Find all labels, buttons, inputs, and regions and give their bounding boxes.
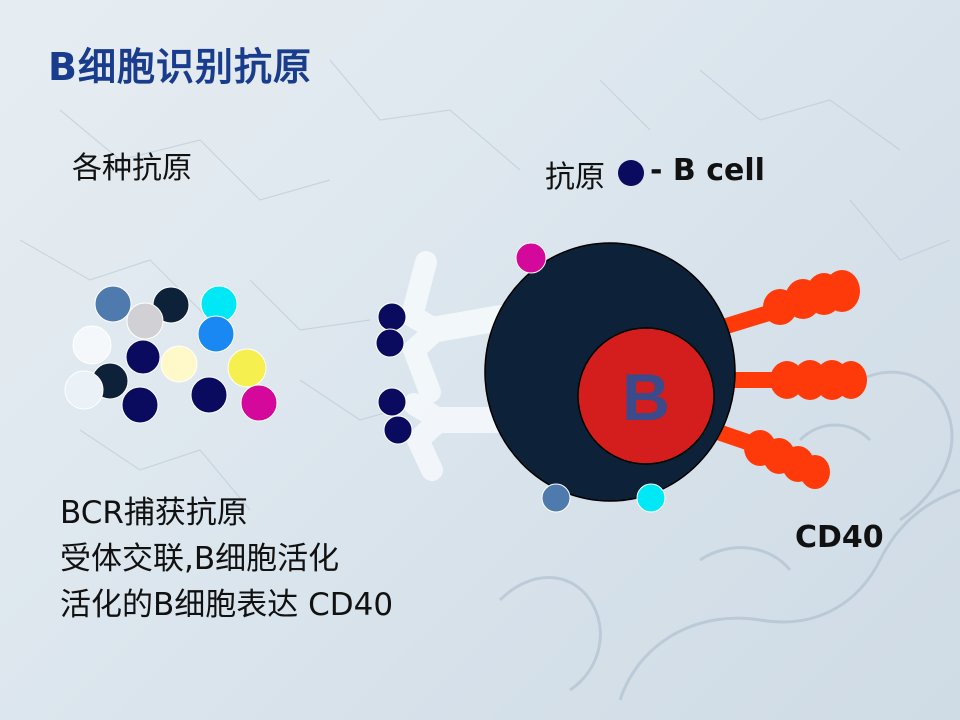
antigen-dot-navy-2 xyxy=(190,376,228,414)
b-cell-nucleus xyxy=(577,327,715,465)
cd40-label: CD40 xyxy=(795,520,884,555)
bound-antigen-dot xyxy=(383,415,413,445)
page-title: B细胞识别抗原 xyxy=(48,45,312,89)
bcr-lower-arm-bottom xyxy=(404,409,451,481)
cd40-bead xyxy=(835,361,867,399)
bound-antigen-dot xyxy=(377,302,407,332)
bound-antigen-dot xyxy=(375,328,405,358)
cd40-receptors xyxy=(710,270,867,489)
description-line-cd40: 活化的B细胞表达 CD40 xyxy=(60,587,394,623)
antigen-dot-pale-yellow xyxy=(160,345,198,383)
legend-b-cell-label: - B cell xyxy=(650,153,765,188)
cd40-bead xyxy=(824,270,860,312)
antigen-dot-light-gray xyxy=(126,302,164,340)
surface-marker-steel-blue xyxy=(541,483,571,513)
antigen-dot-white xyxy=(72,325,112,365)
antigen-dot-azure xyxy=(197,315,235,353)
bcr-receptors xyxy=(399,251,513,481)
cd40-bead xyxy=(800,455,830,489)
antigen-dot-magenta xyxy=(240,384,278,422)
description-list: BCR捕获抗原 受体交联,B细胞活化 活化的B细胞表达 CD40 xyxy=(60,490,393,628)
description-line-activation: 受体交联,B细胞活化 xyxy=(60,541,340,577)
legend-label: 抗原 xyxy=(545,160,605,195)
bound-antigens xyxy=(375,302,413,445)
antigen-cluster xyxy=(64,285,278,424)
antigen-group-label: 各种抗原 xyxy=(72,151,192,186)
bcr-upper-arm-bottom xyxy=(401,319,447,403)
legend-dot xyxy=(618,160,644,186)
surface-marker-magenta xyxy=(515,242,547,274)
surface-marker-cyan xyxy=(636,483,666,513)
bound-antigen-dot xyxy=(377,387,407,417)
antigen-dot-steel-blue xyxy=(94,285,132,323)
antigen-dot-yellow xyxy=(227,348,267,388)
b-cell-label: B xyxy=(622,360,670,434)
description-line-bcr: BCR捕获抗原 xyxy=(60,495,248,531)
antigen-dot-pale-blue xyxy=(64,370,104,410)
antigen-dot-navy-3 xyxy=(121,386,159,424)
antigen-dot-navy xyxy=(125,339,161,375)
cd40-stalk xyxy=(712,304,780,336)
